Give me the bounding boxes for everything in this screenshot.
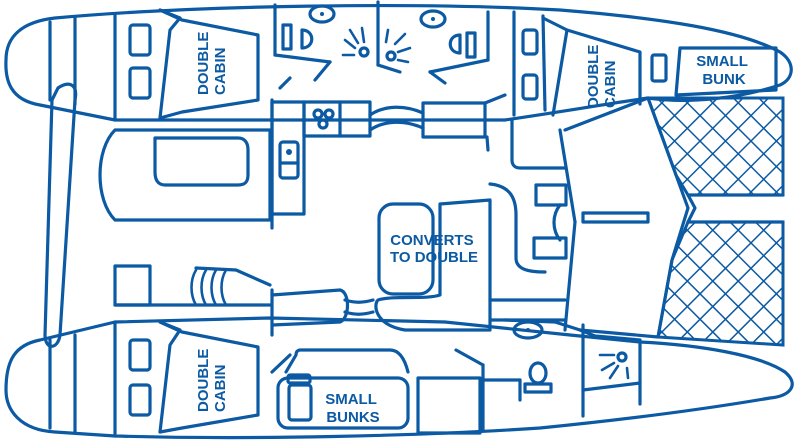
cabin-port-aft: DOUBLE CABIN (128, 320, 260, 434)
helm-area (510, 96, 690, 339)
label-converts-to-double: CONVERTS TO DOUBLE (390, 232, 478, 266)
galley (270, 93, 507, 337)
label-small-bunk: SMALL BUNK (696, 53, 752, 88)
hull-starboard (4, 4, 793, 122)
heads-starboard (273, 0, 490, 90)
cabin-forward: DOUBLE CABIN SMALL BUNK (512, 10, 778, 117)
cockpit (43, 82, 272, 348)
heads-port: SMALL BUNKS (270, 318, 642, 435)
label-double-cabin-2: DOUBLE CABIN (195, 344, 229, 412)
saloon: CONVERTS TO DOUBLE (270, 182, 567, 332)
cabin-starboard-aft: DOUBLE CABIN (128, 8, 260, 120)
label-double-cabin-1: DOUBLE CABIN (195, 27, 229, 95)
label-small-bunks: SMALL BUNKS (325, 391, 381, 426)
trampoline-net (645, 96, 785, 347)
hull-port (4, 316, 794, 440)
label-double-cabin-3: DOUBLE CABIN (585, 40, 619, 108)
